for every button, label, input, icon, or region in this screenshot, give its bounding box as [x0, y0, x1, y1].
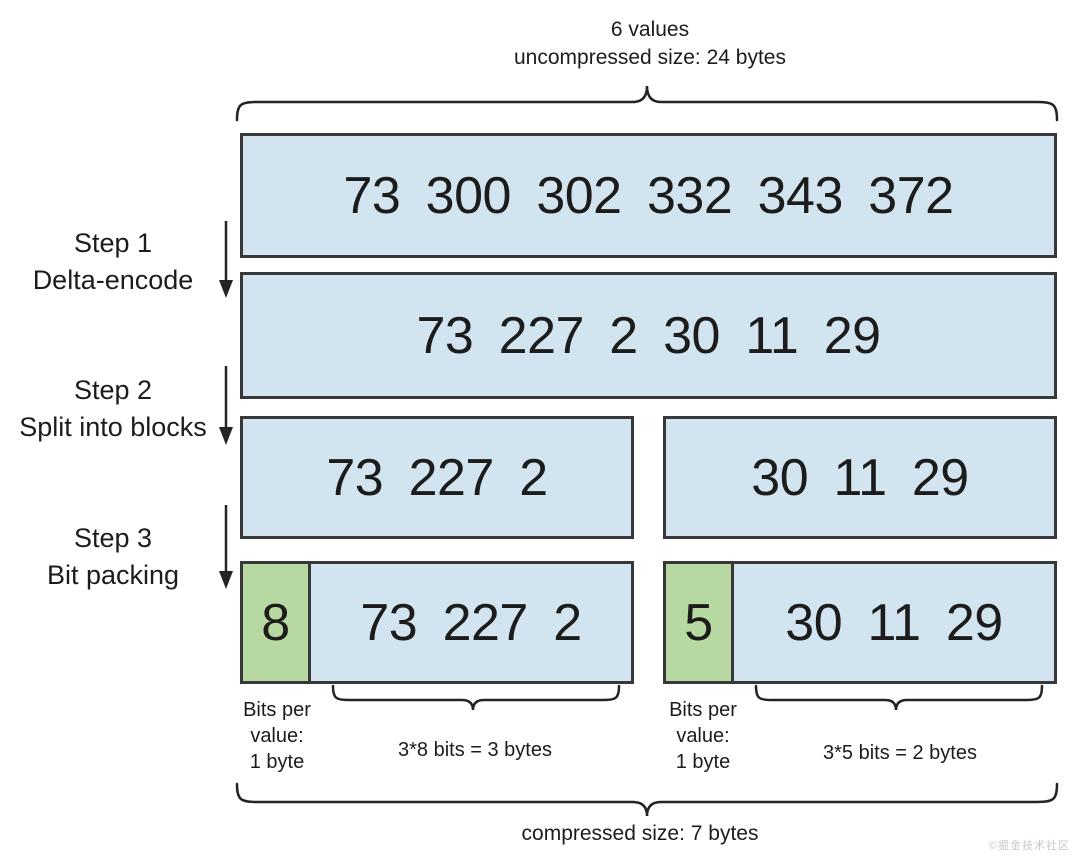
original-values-box: 73 300 302 332 343 372 [240, 133, 1057, 258]
top-brace [235, 85, 1059, 122]
packed-right-values: 30 11 29 [785, 593, 1003, 652]
block-right-values: 30 11 29 [751, 448, 969, 507]
bytes-label-right: 3*5 bits = 2 bytes [823, 742, 977, 764]
packed-right-box: 5 30 11 29 [663, 561, 1057, 684]
original-values: 73 300 302 332 343 372 [343, 166, 954, 225]
bits-per-value-label-right: Bits per value: 1 byte [669, 699, 737, 773]
packed-left-values: 73 227 2 [360, 593, 582, 652]
packed-left-underbrace [331, 684, 621, 711]
step1-label: Step 1 Delta-encode [32, 228, 194, 295]
bits-per-value-label-left: Bits per value: 1 byte [243, 699, 311, 773]
step3-label: Step 3 Bit packing [46, 523, 180, 590]
packed-left-box: 8 73 227 2 [240, 561, 634, 684]
bits-per-value-cell-left: 8 [243, 564, 311, 681]
block-left-box: 73 227 2 [240, 416, 634, 539]
bytes-label-left: 3*8 bits = 3 bytes [398, 739, 552, 761]
uncompressed-size-label: 6 values uncompressed size: 24 bytes [514, 18, 786, 69]
bottom-brace [235, 782, 1059, 817]
packed-values-cell-right: 30 11 29 [734, 593, 1054, 653]
step3-down-arrow [219, 505, 233, 589]
watermark: ©掘金技术社区 [988, 840, 1070, 852]
step1-down-arrow [219, 221, 233, 298]
bits-per-value-cell-right: 5 [666, 564, 734, 681]
packed-values-cell-left: 73 227 2 [311, 593, 631, 653]
bits-per-value-left: 8 [261, 593, 290, 652]
block-right-box: 30 11 29 [663, 416, 1057, 539]
delta-values: 73 227 2 30 11 29 [416, 306, 881, 365]
step2-down-arrow [219, 366, 233, 445]
bits-per-value-right: 5 [684, 593, 713, 652]
compressed-size-label: compressed size: 7 bytes [521, 822, 759, 845]
step2-label: Step 2 Split into blocks [19, 375, 207, 442]
delta-values-box: 73 227 2 30 11 29 [240, 272, 1057, 399]
block-left-values: 73 227 2 [326, 448, 548, 507]
packed-right-underbrace [754, 684, 1044, 711]
